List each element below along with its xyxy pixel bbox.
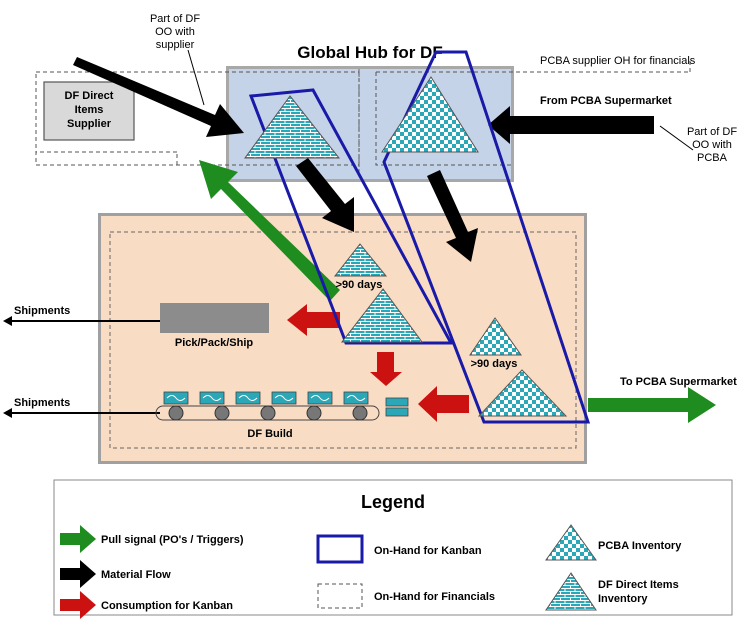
annot-part-of-df-pcba-3: PCBA xyxy=(697,152,728,164)
legend-pcba-inventory: PCBA Inventory xyxy=(598,540,682,552)
annot-part-of-df-1: Part of DF xyxy=(150,13,200,25)
df-inventory-aged xyxy=(333,243,388,277)
legend-on-hand-kanban: On-Hand for Kanban xyxy=(374,545,482,557)
consumption-arrow-down xyxy=(370,352,402,386)
annot-part-of-df-3: supplier xyxy=(156,39,195,51)
pcba-inventory-hub xyxy=(381,76,479,153)
supplier-line-3: Supplier xyxy=(67,118,112,130)
legend-df-triangle xyxy=(545,572,597,611)
pcba-supplier-boundary xyxy=(375,71,690,166)
legend-green-arrow xyxy=(60,525,96,553)
pcba-inventory-plant xyxy=(477,369,568,417)
legend: Legend Pull signal (PO's / Triggers) Mat… xyxy=(53,479,733,619)
pick-pack-ship-block xyxy=(160,303,269,333)
callout-line-supplier xyxy=(187,49,205,106)
legend-consumption: Consumption for Kanban xyxy=(101,600,233,612)
label-to-pcba-supermarket: To PCBA Supermarket xyxy=(620,376,737,388)
material-arrow-pcba-in xyxy=(488,106,654,144)
legend-on-hand-financials: On-Hand for Financials xyxy=(374,591,495,603)
hub-title: Global Hub for DF xyxy=(297,43,442,62)
legend-black-arrow xyxy=(60,560,96,588)
annot-part-of-df-pcba-1: Part of DF xyxy=(687,126,737,138)
consumption-arrow-to-build xyxy=(418,386,469,422)
kanban-outline-pcba xyxy=(382,50,591,424)
df-build-label: DF Build xyxy=(247,428,292,440)
pull-signal-arrow-out xyxy=(588,387,716,423)
plant-financials-boundary xyxy=(109,231,577,449)
df-oo-supplier-boundary xyxy=(35,71,360,166)
kanban-outline-df xyxy=(248,88,454,345)
label-over-90-days-df: >90 days xyxy=(336,279,383,291)
global-hub: Global Hub for DF xyxy=(226,43,514,182)
annot-part-of-df-pcba-2: OO with xyxy=(692,139,732,151)
shipments-label-top: Shipments xyxy=(14,305,70,317)
consumption-arrow-to-pick xyxy=(287,304,340,336)
legend-material-flow: Material Flow xyxy=(101,569,171,581)
df-build-conveyor: DF Build xyxy=(155,391,409,440)
df-inventory-plant xyxy=(340,288,423,343)
legend-box xyxy=(53,479,733,616)
legend-df-direct-1: DF Direct Items xyxy=(598,579,679,591)
legend-title: Legend xyxy=(361,492,425,512)
df-direct-items-supplier-box: DF Direct Items Supplier xyxy=(43,81,135,141)
legend-df-direct-2: Inventory xyxy=(598,593,648,605)
annot-part-of-df-2: OO with xyxy=(155,26,195,38)
label-over-90-days-pcba: >90 days xyxy=(471,358,518,370)
legend-pcba-triangle xyxy=(545,524,597,561)
pick-pack-ship-label: Pick/Pack/Ship xyxy=(175,337,254,349)
legend-red-arrow xyxy=(60,591,96,619)
df-inventory-hub xyxy=(244,95,341,159)
legend-kanban-swatch xyxy=(316,534,364,564)
material-arrow-pcba-to-plant xyxy=(427,170,478,262)
supplier-line-2: Items xyxy=(75,104,104,116)
label-from-pcba-supermarket: From PCBA Supermarket xyxy=(540,95,672,107)
material-arrow-supplier-to-hub xyxy=(73,57,244,137)
supplier-line-1: DF Direct xyxy=(65,90,114,102)
pcba-inventory-aged xyxy=(469,317,522,356)
shipments-label-bottom: Shipments xyxy=(14,397,70,409)
legend-financials-swatch xyxy=(317,583,363,609)
pull-signal-arrow-up xyxy=(199,160,340,301)
legend-pull-signal: Pull signal (PO's / Triggers) xyxy=(101,534,244,546)
material-arrow-hub-to-plant xyxy=(296,158,354,232)
plant-area xyxy=(98,213,587,464)
annot-pcba-supplier-oh: PCBA supplier OH for financials xyxy=(540,55,696,67)
callout-line-pcba xyxy=(659,125,694,151)
